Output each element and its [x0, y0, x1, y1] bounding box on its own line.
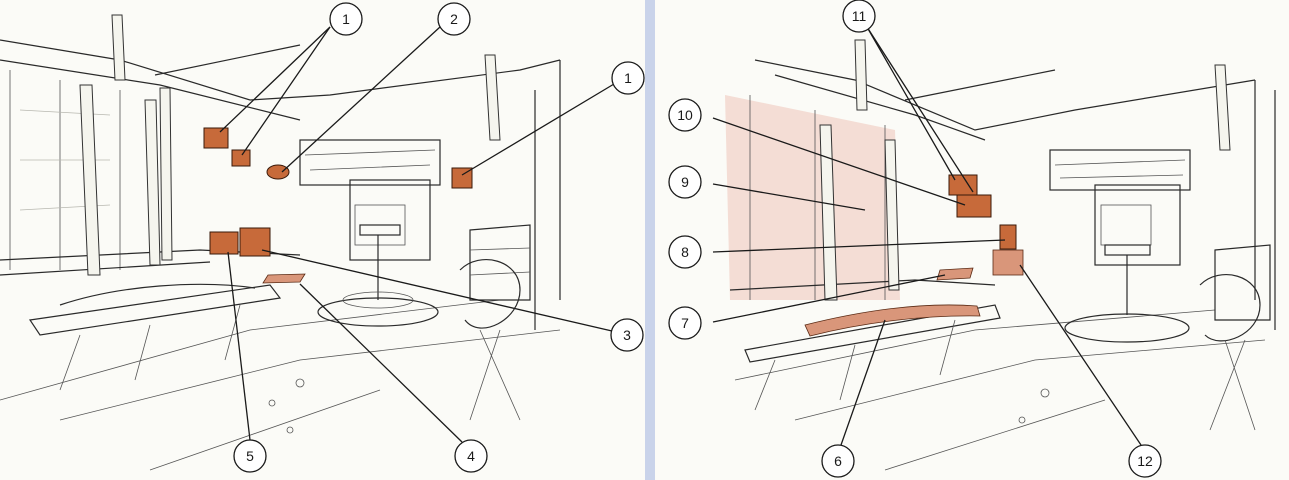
left-callout-1a: 1: [329, 2, 363, 36]
right-callout-8: 8: [668, 235, 702, 269]
component-12: [992, 249, 1024, 276]
right-callout-7: 7: [668, 306, 702, 340]
right-interior-drawing: 11 10 9 8 7 6 12: [668, 0, 1276, 478]
svg-text:9: 9: [681, 174, 689, 190]
component-8: [999, 224, 1017, 250]
svg-text:10: 10: [677, 107, 693, 123]
right-leader-lines: [712, 26, 1142, 446]
component-2: [266, 164, 290, 180]
svg-text:2: 2: [450, 11, 458, 27]
left-illustration-panel: 1 2 1 3 4 5: [0, 0, 645, 480]
component-1-upper-left: [203, 127, 229, 149]
svg-text:4: 4: [467, 448, 475, 464]
right-callout-12: 12: [1128, 444, 1162, 478]
svg-text:6: 6: [834, 453, 842, 469]
left-vehicle-structure: [0, 39, 561, 471]
left-callout-2: 2: [437, 2, 471, 36]
svg-text:11: 11: [852, 8, 867, 24]
svg-text:7: 7: [681, 315, 689, 331]
left-callout-3: 3: [610, 318, 644, 352]
left-callout-4: 4: [454, 439, 488, 473]
left-interior-drawing: 1 2 1 3 4 5: [0, 2, 645, 473]
left-leader-lines: [219, 26, 615, 443]
component-10: [956, 194, 992, 218]
svg-text:1: 1: [624, 70, 632, 86]
right-highlighted-components: [804, 174, 1024, 337]
svg-text:5: 5: [246, 448, 254, 464]
right-callout-6: 6: [821, 444, 855, 478]
svg-text:3: 3: [623, 327, 631, 343]
component-1-right: [451, 167, 473, 189]
left-callout-1b: 1: [611, 61, 645, 95]
svg-text:8: 8: [681, 244, 689, 260]
svg-text:12: 12: [1137, 453, 1153, 469]
component-5-box: [209, 231, 239, 255]
component-4-pad: [262, 273, 306, 284]
right-illustration-panel: 11 10 9 8 7 6 12: [655, 0, 1289, 480]
right-callout-10: 10: [668, 98, 702, 132]
component-6-mattress: [804, 304, 981, 337]
right-wall-shading: [725, 95, 900, 300]
right-callout-9: 9: [668, 165, 702, 199]
right-ceiling-straps: [819, 39, 1231, 301]
panel-gutter: [645, 0, 655, 480]
left-callout-5: 5: [233, 439, 267, 473]
left-ceiling-straps: [79, 14, 501, 276]
component-1-lower-left: [231, 149, 251, 167]
right-callout-11: 11: [842, 0, 876, 33]
component-7: [936, 267, 974, 281]
component-3-box: [239, 227, 271, 257]
svg-text:1: 1: [342, 11, 350, 27]
right-vehicle-structure: [729, 59, 1276, 471]
